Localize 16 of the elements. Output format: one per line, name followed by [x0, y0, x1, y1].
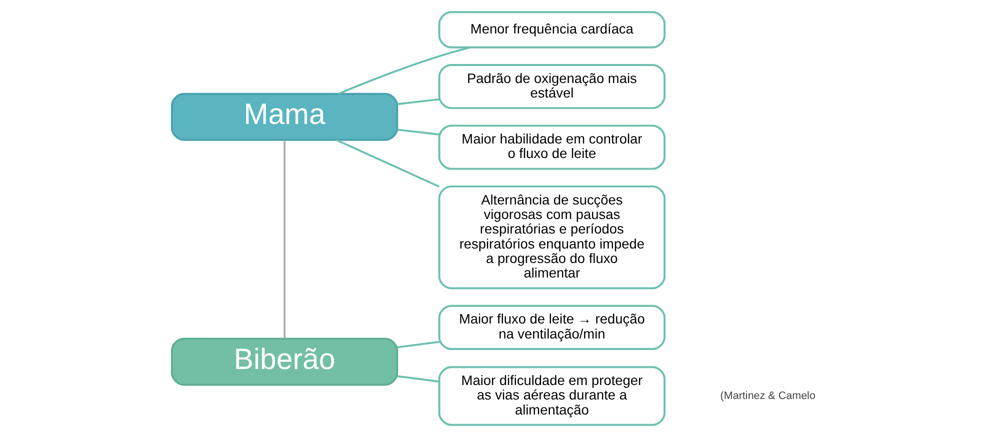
- node-box: Mama: [170, 92, 398, 141]
- connector: [396, 375, 439, 383]
- node-box: Maior dificuldade em proteger as vias aéreas durante a alimentação: [438, 366, 666, 426]
- node-box: Menor frequência cardíaca: [438, 11, 666, 48]
- node-box: Padrão de oxigenação mais estável: [438, 64, 666, 110]
- connector: [396, 98, 439, 106]
- node-box: Biberão: [170, 338, 398, 386]
- connector: [283, 140, 286, 338]
- connector: [396, 128, 439, 136]
- node-box: Maior fluxo de leite → redução na ventilação/min: [438, 304, 666, 350]
- node-box: Maior habilidade em controlar o fluxo de leite: [438, 124, 666, 170]
- node-box: Alternância de sucções vigorosas com pausas respiratórias e períodos respiratórios enquanto impede a progressão do fluxo alimentar: [438, 185, 666, 290]
- label: (Martinez & Camelo: [720, 390, 815, 402]
- connector: [335, 139, 440, 188]
- connector: [338, 46, 470, 95]
- connector: [396, 340, 439, 348]
